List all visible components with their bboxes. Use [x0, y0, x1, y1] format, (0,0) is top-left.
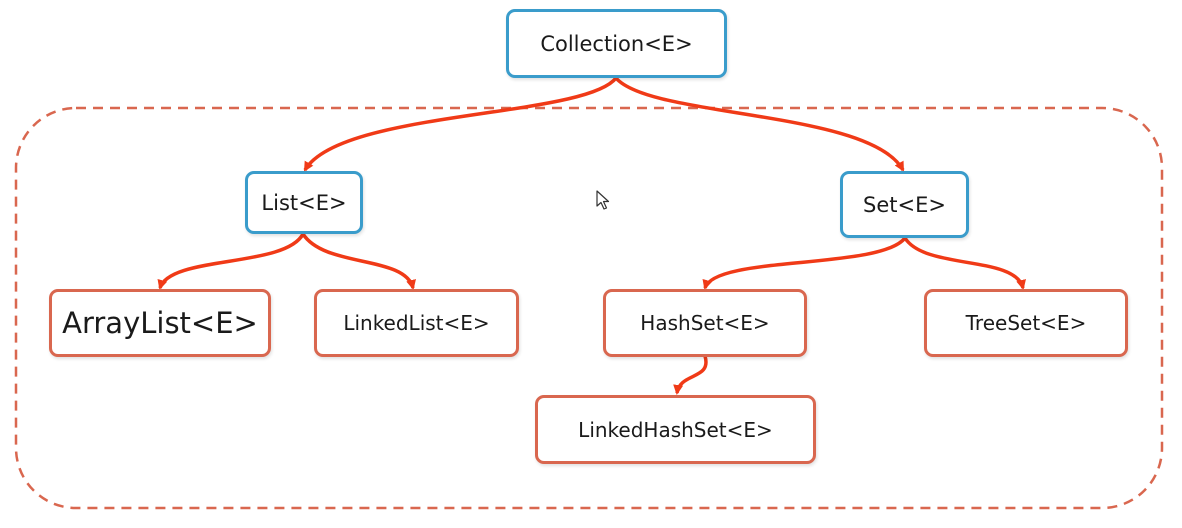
edge-list-linkedlist [301, 232, 416, 290]
node-arraylist: ArrayList<E> [49, 289, 271, 357]
node-collection: Collection<E> [506, 9, 727, 78]
node-set: Set<E> [840, 171, 969, 238]
edge-collection-list [303, 76, 618, 172]
group-dashed-border [14, 106, 1164, 510]
edge-set-hashset [702, 236, 907, 290]
edge-list-arraylist [157, 233, 305, 290]
node-treeset: TreeSet<E> [924, 289, 1128, 357]
mouse-pointer-icon [596, 190, 610, 210]
node-hashset: HashSet<E> [603, 289, 807, 357]
node-linkedlist: LinkedList<E> [314, 289, 519, 357]
node-linkedhashset: LinkedHashSet<E> [535, 395, 816, 464]
edge-collection-set [614, 76, 905, 172]
edge-set-treeset [903, 236, 1026, 290]
edge-hashset-linkedhashset [673, 355, 708, 395]
node-list: List<E> [245, 171, 363, 234]
